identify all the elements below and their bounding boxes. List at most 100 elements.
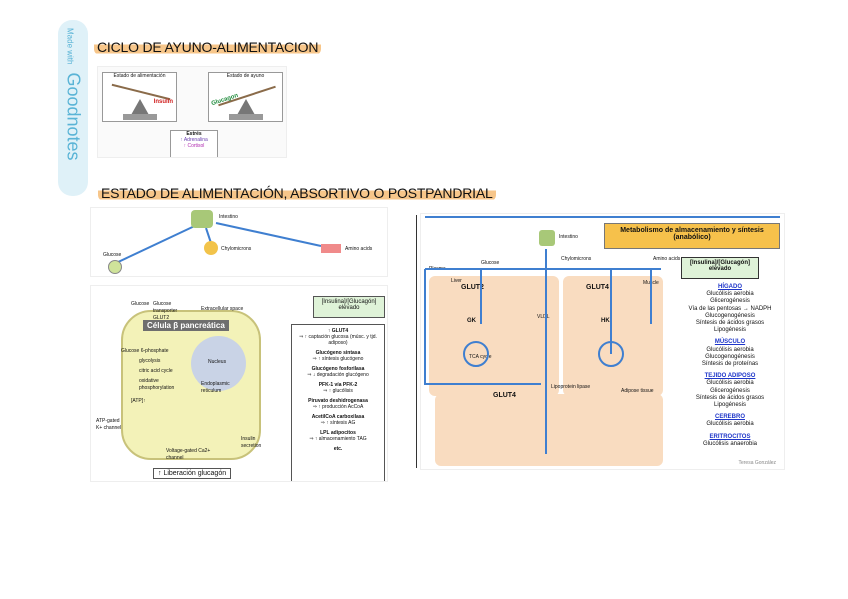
diagram-label: GLUT4 [493,392,516,399]
amino-acids-label: Amino acids [345,246,373,252]
effect-title: ↑ GLUT4 [327,328,349,334]
amino-acid-icon [321,244,341,253]
intestine-icon [539,230,555,246]
ratio-box: [Insulina]/[Glucagón] elevado [313,296,385,318]
stress-item: ↑ Adrenalina [180,137,208,143]
effect-detail: ⇒ ↑ captación glucosa (músc. y tjd. adip… [299,334,377,346]
beta-cell-image: Célula β pancreática Nucleus Glucose Glu… [90,285,388,482]
diagram-label: Liver [451,278,462,284]
muscle-cell [563,276,663,396]
effect-detail: ⇒ ↑ producción AcCoA [312,404,364,410]
organ-list: HÍGADO Glucólisis aerobia Glicerogénesis… [676,284,784,448]
fasting-feeding-image: Estado de alimentación Insulin Estado de… [97,66,287,158]
cell-label: oxidative phosphorylation [139,378,175,391]
divider [416,215,417,468]
organ-item: Glucólisis anaerobia [702,440,758,447]
glucose-icon [108,260,122,274]
badge-brand: Goodnotes [63,72,84,161]
diagram-label: Glucose [481,260,500,266]
glucagon-release-label: ↑ Liberación glucagón [153,468,232,479]
effect-detail: ⇒ ↑ almacenamiento TAG [309,436,367,442]
diagram-label: Amino acids [653,256,681,262]
section1-title: CICLO DE AYUNO-ALIMENTACION [94,39,322,55]
fed-label: Estado de alimentación [113,73,166,79]
cell-label: Endoplasmic reticulum [201,381,230,394]
cell-label: Glucose [131,301,150,307]
intestine-icon [191,210,213,228]
organ-item: Vía de las pentosas → NADPH [688,305,772,312]
credit: Teresa González [738,460,776,466]
organ-item: Síntesis de ácidos grasos [695,320,765,327]
beta-cell-title: Célula β pancreática [143,320,229,331]
cell-label: glycolysis [139,358,161,364]
organ-item: Glucólisis aerobia [706,346,754,353]
absorption-diagram: Intestino Glucose Chylomicrons Amino aci… [90,207,388,277]
fasting-state-panel: Estado de ayuno Glucagon [208,72,283,122]
organ-title: HÍGADO [718,284,742,290]
organ-title: ERITROCITOS [709,433,751,440]
absorption-arrows [115,222,322,264]
diagram-label: GLUT4 [586,284,609,291]
effect-title: PFK-1 vía PFK-2 [318,382,358,388]
effect-detail: ⇒ ↑ síntesis glucógeno [312,356,364,362]
effect-detail: ⇒ ↑ glucólisis [323,388,353,394]
diagram-label: HK [601,318,610,324]
fast-label: Estado de ayuno [226,73,265,79]
effects-box: ↑ GLUT4⇒ ↑ captación glucosa (músc. y tj… [291,324,385,481]
cell-label: Voltage-gated Ca2+ channel [166,448,211,461]
organ-item: Síntesis de proteínas [701,361,759,368]
cell-label: Insulin secretion [241,436,262,449]
section2-title: ESTADO DE ALIMENTACIÓN, ABSORTIVO O POST… [98,185,496,201]
organ-item: Glucogenogénesis [705,353,755,360]
diagram-label: GK [467,318,476,324]
goodnotes-badge: Made withGoodnotes [58,20,88,196]
glucose-label: Glucose [103,252,122,258]
metabolism-image: Metabolismo de almacenamiento y síntesis… [420,213,785,470]
diagram-label: Intestino [559,234,578,240]
cell-label: Glucose transporter GLUT2 [153,301,178,321]
metabolism-arrows [424,249,661,454]
liver-cell [429,276,559,396]
effect-title: AcetilCoA carboxilasa [311,414,365,420]
effect-detail: ⇒ ↓ degradación glucógeno [307,372,369,378]
badge-text: Made with [65,28,75,65]
diagram-label: TCA cycle [469,354,492,360]
effect-title: Glucógeno fosforilasa [311,366,365,372]
beta-cell [121,310,261,460]
adipose-cell [435,394,663,466]
cell-label: citric acid cycle [139,368,173,374]
intestine-label: Intestino [219,214,238,220]
organ-title: CEREBRO [714,414,745,421]
organ-item: Lipogénesis [713,402,747,409]
diagram-label: Chylomicrons [561,256,592,262]
diagram-label: GLUT2 [461,284,484,291]
effect-title: LPL adipocitos [320,430,356,436]
cell-label: Extracellular space [201,306,244,312]
organ-item: Glucólisis aerobia [706,291,754,298]
effect-title: Glucógeno sintasa [315,350,361,356]
organ-item: Glucólisis aerobia [706,421,754,428]
cell-label: Glucose 6-phosphate [121,348,169,354]
stress-panel: Estrés ↑ Adrenalina ↑ Cortisol [170,130,218,157]
nucleus-label: Nucleus [208,359,227,365]
organ-title: MÚSCULO [714,339,746,346]
diagram-label: Lipoprotein lipase [551,384,591,390]
cell-label: ATP-gated K+ channel [96,418,122,431]
insulin-label: Insulin [153,99,173,105]
stress-title: Estrés [186,131,202,137]
effects-etc: etc. [333,446,343,452]
diagram-label: VLDL [537,314,550,320]
organ-item: Lipogénesis [713,327,747,334]
chylomicron-icon [204,241,218,255]
organ-item: Glucólisis aerobia [706,380,754,387]
organ-item: Glicerogénesis [710,298,750,305]
stress-item: ↑ Cortisol [183,143,205,149]
nucleus [191,336,246,391]
cell-label: [ATP]↑ [131,398,146,404]
effect-title: Piruvato deshidrogenasa [308,398,368,404]
effect-detail: ⇒ ↑ síntesis AG [320,420,356,426]
metabolism-header: Metabolismo de almacenamiento y síntesis… [604,223,780,249]
fed-state-panel: Estado de alimentación Insulin [102,72,177,122]
chylomicrons-label: Chylomicrons [221,246,252,252]
organ-item: Glicerogénesis [710,387,750,394]
